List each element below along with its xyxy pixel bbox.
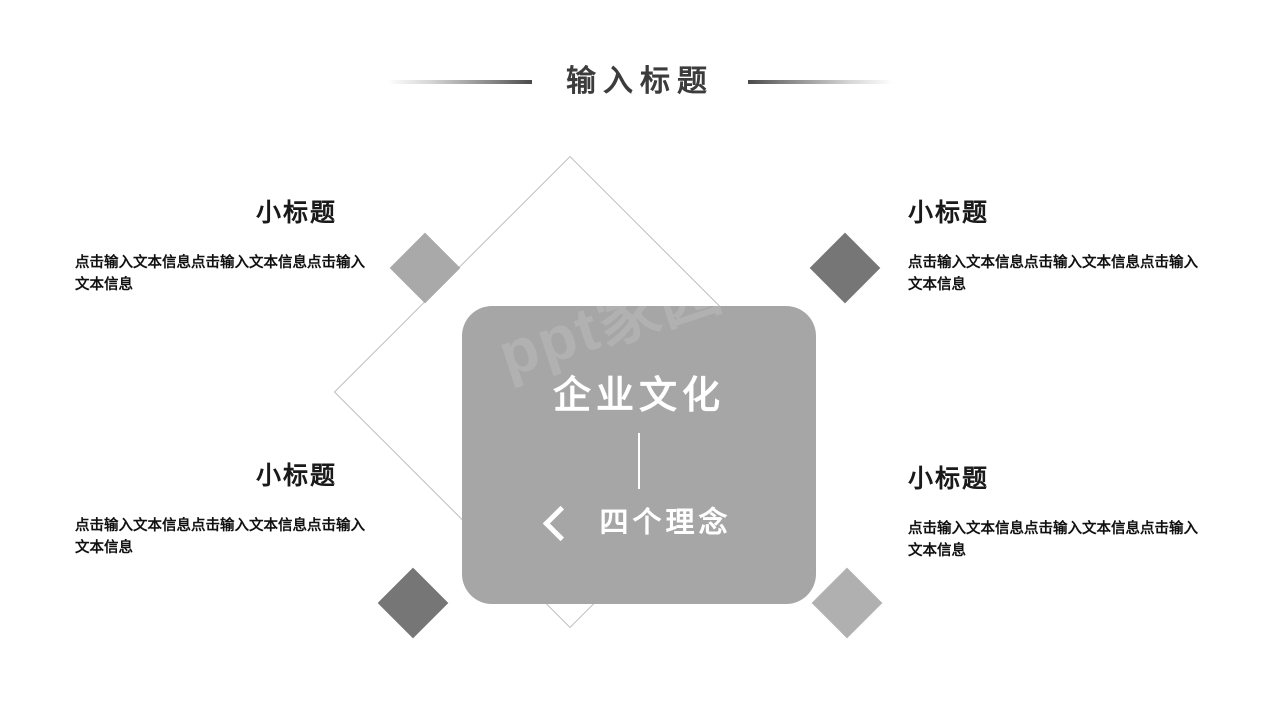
content-block-body: 点击输入文本信息点击输入文本信息点击输入文本信息	[75, 254, 365, 293]
content-block-body: 点击输入文本信息点击输入文本信息点击输入文本信息	[75, 517, 365, 556]
content-block-bottom-right: 小标题 点击输入文本信息点击输入文本信息点击输入文本信息	[908, 465, 1198, 562]
center-card-subtitle: 四个理念	[599, 506, 732, 539]
center-card-content: 企业文化 四个理念	[462, 306, 816, 604]
diamond-marker-bottom-right	[811, 567, 883, 639]
header-rule-right	[748, 80, 893, 84]
diamond-marker-top-right	[809, 232, 881, 304]
center-card-divider	[638, 432, 640, 489]
content-block-title: 小标题	[255, 199, 337, 227]
content-block-title: 小标题	[255, 462, 337, 490]
content-block-body: 点击输入文本信息点击输入文本信息点击输入文本信息	[908, 520, 1198, 559]
diamond-marker-bottom-left	[377, 567, 449, 639]
content-block-top-right: 小标题 点击输入文本信息点击输入文本信息点击输入文本信息	[908, 199, 1198, 296]
center-card-title: 企业文化	[552, 374, 725, 417]
slide-header: 输入标题	[0, 58, 1280, 106]
content-block-body: 点击输入文本信息点击输入文本信息点击输入文本信息	[908, 254, 1198, 293]
content-block-title: 小标题	[908, 199, 990, 227]
header-rule-left	[387, 80, 532, 84]
content-block-title: 小标题	[908, 465, 990, 493]
content-block-top-left: 小标题 点击输入文本信息点击输入文本信息点击输入文本信息	[75, 199, 365, 296]
center-card[interactable]: ppt家园 企业文化 四个理念	[462, 306, 816, 604]
chevron-left-icon	[543, 505, 579, 541]
center-card-subtitle-row: 四个理念	[543, 505, 732, 541]
page-title: 输入标题	[566, 65, 714, 98]
content-block-bottom-left: 小标题 点击输入文本信息点击输入文本信息点击输入文本信息	[75, 462, 365, 559]
